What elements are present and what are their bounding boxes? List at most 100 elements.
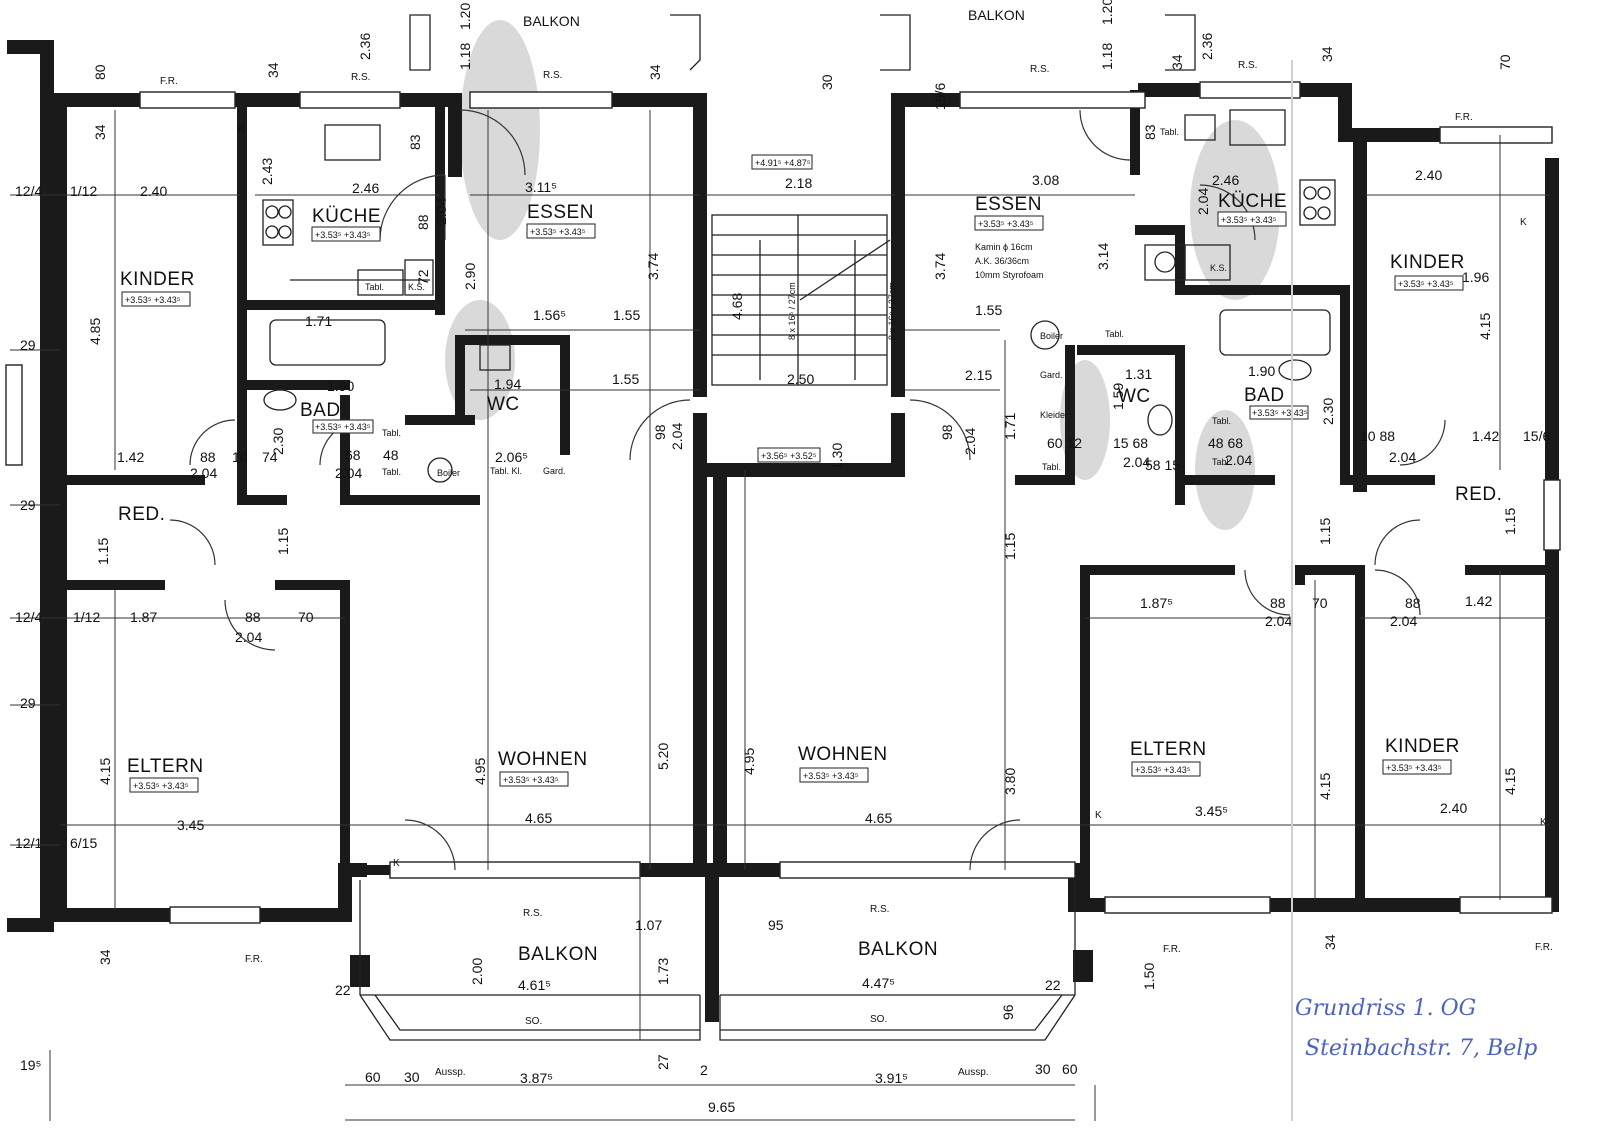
- room-eltern-right: ELTERN: [1130, 739, 1207, 760]
- dim-essen-right-depth: 3.14: [1095, 243, 1111, 270]
- dim-34-f: 34: [97, 949, 113, 965]
- dim-156: 15/6: [1523, 428, 1550, 444]
- dim-230-b: 2.30: [1320, 398, 1336, 425]
- dim-5815: 58 15: [1145, 457, 1180, 473]
- boiler-label-1: Boiler: [437, 468, 460, 478]
- handwriting-line-2: Steinbachstr. 7, Belp: [1305, 1036, 1537, 1061]
- dim-eltern-right-top: 1.87⁵: [1140, 595, 1173, 611]
- aussp-label-2: Aussp.: [958, 1067, 989, 1078]
- dim-72: 72: [415, 269, 431, 285]
- k-label-3: K: [393, 858, 400, 869]
- dim-door-1: 2.04: [190, 465, 217, 481]
- dim-130: 1.30: [829, 443, 845, 470]
- level-bad-left: +3.53⁵ +3.43⁵: [315, 422, 371, 432]
- dim-door-8: 2.04: [1390, 613, 1417, 629]
- tabl-label-2: Tabl.: [382, 428, 401, 438]
- dim-83-a: 83: [407, 134, 423, 150]
- dim-6012: 60 12: [1047, 435, 1082, 451]
- room-red-left: RED.: [118, 504, 165, 525]
- gard-label-1: Gard.: [543, 466, 566, 476]
- dim-door-3: 2.04: [1123, 454, 1150, 470]
- dim-wc-width: 1.94: [494, 376, 521, 392]
- dim-22-b: 22: [1045, 977, 1061, 993]
- dim-kueche-height: 2.43: [259, 158, 275, 185]
- ks-label-2: K.S.: [1210, 263, 1227, 273]
- dim-195: 19⁵: [20, 1057, 41, 1073]
- dim-door-4: 2.04: [1225, 452, 1252, 468]
- level-kinder-right: +3.53⁵ +3.43⁵: [1398, 279, 1454, 289]
- dim-stair-width: 2.18: [785, 175, 812, 191]
- dim-wc-right-width: 1.31: [1125, 366, 1152, 382]
- dim-88-d: 88: [200, 449, 216, 465]
- dim-balkon-left-depth: 2.00: [469, 958, 485, 985]
- balconies: [350, 14, 1196, 1041]
- level-essen-left: +3.53⁵ +3.43⁵: [530, 227, 586, 237]
- dim-124-b: 12/4: [15, 609, 42, 625]
- boiler-label-2: Boiler: [1040, 331, 1063, 341]
- room-red-right: RED.: [1455, 484, 1502, 505]
- k-label-4: K: [1540, 817, 1547, 828]
- dim-wohnen-right-depth: 3.80: [1002, 768, 1018, 795]
- dim-eltern-top: 1.87: [130, 609, 157, 625]
- dim-121: 12/1: [15, 835, 42, 851]
- handwriting-line-1: Grundriss 1. OG: [1295, 996, 1476, 1021]
- dim-landing: 2.50: [787, 371, 814, 387]
- dim-120-a: 1.20: [457, 3, 473, 30]
- level-kueche-right: +3.53⁵ +3.43⁵: [1221, 215, 1277, 225]
- dim-red-height-2: 1.15: [275, 528, 291, 555]
- dim-70-a: 70: [298, 609, 314, 625]
- gard-label-2: Gard.: [1040, 370, 1063, 380]
- dim-balkon-right-width: 4.47⁵: [862, 975, 895, 991]
- dim-eltern-right-width: 3.45⁵: [1195, 803, 1228, 819]
- rs-label-1: R.S.: [543, 70, 562, 81]
- dim-kinder-right-door: 1.42: [1472, 428, 1499, 444]
- dim-107: 1.07: [635, 917, 662, 933]
- stair-level-bottom: +3.56⁵ +3.52⁵: [761, 451, 817, 461]
- dim-4868: 48 68: [1208, 435, 1243, 451]
- dim-bad-width: 1.71: [305, 313, 332, 329]
- dim-kinder-rb-height: 4.15: [1502, 768, 1518, 795]
- dim-bad-right-width: 1.90: [1248, 363, 1275, 379]
- dim-eltern-height: 4.15: [97, 758, 113, 785]
- dim-22-a: 22: [335, 982, 351, 998]
- dim-corridor-2: 1.55: [613, 307, 640, 323]
- dim-150: 1.50: [1141, 963, 1157, 990]
- so-label-1: SO.: [525, 1016, 542, 1027]
- dim-bad-depth: 1.90: [327, 378, 354, 394]
- level-bad-right: +3.53⁵ +3.43⁵: [1252, 408, 1308, 418]
- room-labels: KINDER +3.53⁵ +3.43⁵ KÜCHE +3.53⁵ +3.43⁵…: [118, 7, 1502, 965]
- tabl-label-6: Tabl.: [1042, 462, 1061, 472]
- dim-10: 10: [232, 449, 248, 465]
- dim-stair-height: 4.68: [729, 293, 745, 320]
- room-bad-right: BAD: [1244, 385, 1285, 406]
- note-kamin-2: A.K. 36/36cm: [975, 256, 1029, 266]
- rs-label-6: R.S.: [870, 904, 889, 915]
- interior-walls: [55, 90, 1557, 910]
- room-wohnen-left: WOHNEN: [498, 749, 588, 770]
- rs-label-2: R.S.: [351, 72, 370, 83]
- tabl-label-4: Tabl.: [1160, 127, 1179, 137]
- door-swings: [169, 109, 1446, 871]
- dim-wohnen-right-width: 4.65: [865, 810, 892, 826]
- dim-96: 96: [1000, 1004, 1016, 1020]
- dim-29-b: 29: [20, 497, 36, 513]
- dim-red-height-3: 1.15: [1002, 533, 1018, 560]
- dim-door-v-1: 2.04: [669, 423, 685, 450]
- fr-label-3: F.R.: [245, 954, 263, 965]
- dim-34-d: 34: [1169, 54, 1185, 70]
- dim-615: 6/15: [70, 835, 97, 851]
- dim-29-c: 29: [20, 695, 36, 711]
- kleider-label: Kleider: [1040, 410, 1068, 420]
- fr-label-5: F.R.: [1535, 942, 1553, 953]
- room-wc-left: WC: [487, 394, 520, 415]
- dim-48-a: 48: [383, 447, 399, 463]
- k-label-2: K: [1520, 217, 1527, 228]
- dim-door-6: 2.04: [235, 629, 262, 645]
- dim-236-a: 2.36: [357, 33, 373, 60]
- dim-30-a: 30: [404, 1069, 420, 1085]
- dim-kinder-rb-width: 2.40: [1440, 800, 1467, 816]
- dim-173: 1.73: [655, 958, 671, 985]
- dim-34-a: 34: [92, 124, 108, 140]
- scan-smudges: [445, 20, 1280, 530]
- dim-68-a: 68: [345, 447, 361, 463]
